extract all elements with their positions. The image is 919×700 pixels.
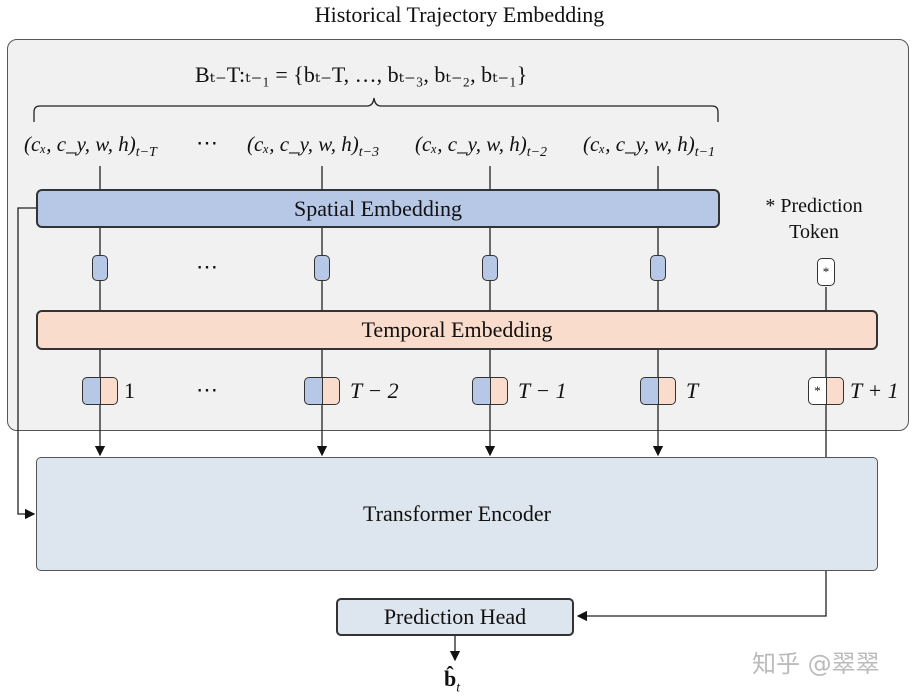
token-index: T − 2 xyxy=(350,378,399,403)
prediction-token-label: * Prediction Token xyxy=(765,195,863,243)
token-index: T xyxy=(686,378,699,403)
ellipsis-bottom: ⋯ xyxy=(196,377,219,402)
transformer-encoder-block: Transformer Encoder xyxy=(36,457,878,571)
embedded-token xyxy=(640,377,676,405)
tuple-t-minus-2: (cₓ, c_y, w, h)t−2 xyxy=(415,132,548,161)
tuple-t-minus-3: (cₓ, c_y, w, h)t−3 xyxy=(247,132,380,161)
diagram-title: Historical Trajectory Embedding xyxy=(314,2,605,27)
trajectory-set-formula: Bₜ₋T:ₜ₋₁ = {bₜ₋T, …, bₜ₋₃, bₜ₋₂, bₜ₋₁} xyxy=(195,62,528,87)
ellipsis-middle: ⋯ xyxy=(196,254,219,279)
watermark: 知乎 @翠翠 xyxy=(752,650,880,678)
embedded-prediction-token: * xyxy=(808,377,844,405)
spatial-token xyxy=(650,255,666,281)
spatial-token xyxy=(314,255,330,281)
ellipsis-top: ⋯ xyxy=(196,130,219,155)
tuple-t-minus-1: (cₓ, c_y, w, h)t−1 xyxy=(583,132,716,161)
embedded-token xyxy=(304,377,340,405)
spatial-embedding-block: Spatial Embedding xyxy=(36,189,720,228)
spatial-token xyxy=(92,255,108,281)
spatial-token xyxy=(482,255,498,281)
temporal-embedding-block: Temporal Embedding xyxy=(36,310,878,350)
prediction-token-icon: * xyxy=(817,258,835,286)
output-bbox-label: b̂t xyxy=(444,666,461,696)
embedded-token xyxy=(472,377,508,405)
prediction-head-block: Prediction Head xyxy=(336,598,574,636)
historical-embedding-panel xyxy=(7,39,909,431)
brace xyxy=(33,97,719,122)
tuple-t-minus-T: (cₓ, c_y, w, h)t−T xyxy=(24,132,157,161)
token-index: T + 1 xyxy=(850,378,899,403)
embedded-token xyxy=(82,377,118,405)
token-index: T − 1 xyxy=(518,378,567,403)
token-index: 1 xyxy=(124,378,135,403)
